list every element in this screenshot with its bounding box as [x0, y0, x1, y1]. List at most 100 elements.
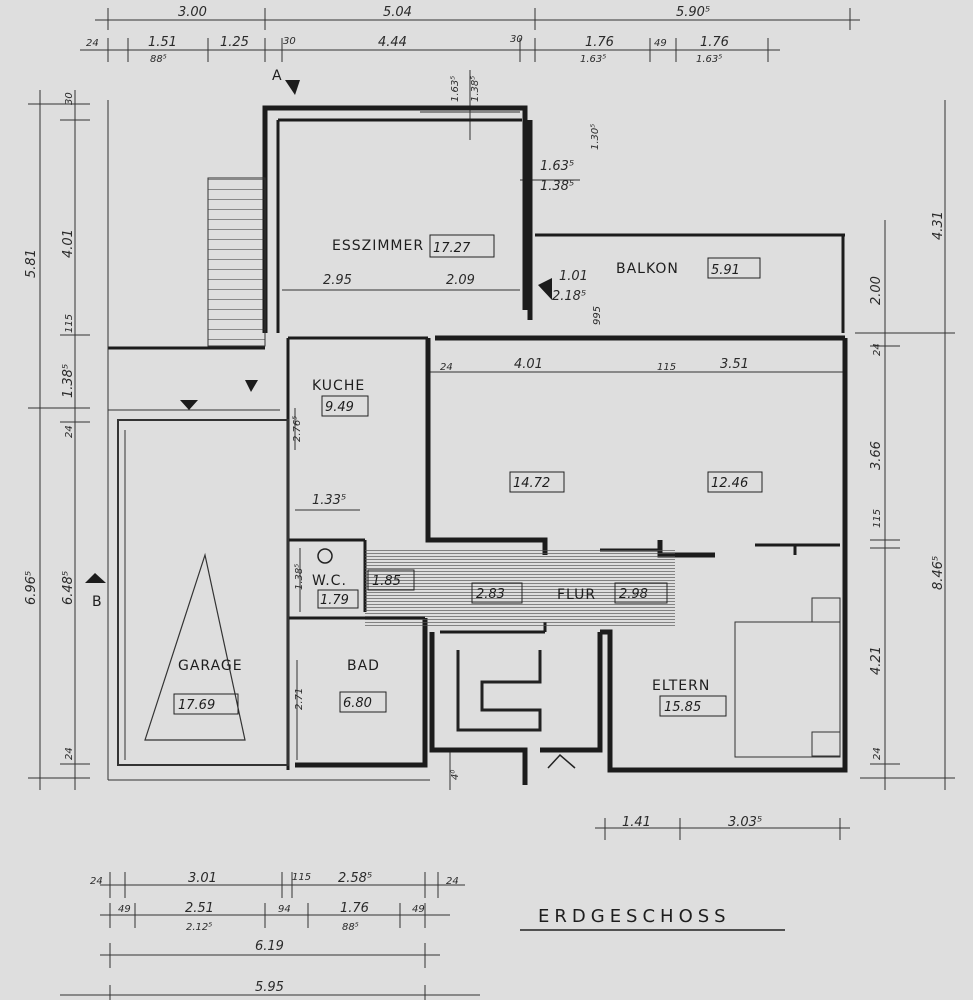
- dim-bottom2-6: 49: [412, 904, 425, 915]
- dim-top2-4: 30: [283, 36, 296, 47]
- dim-int-7: 1.30⁵: [590, 124, 601, 150]
- dim-top2-11: 1.63⁵: [696, 54, 722, 65]
- dim-int-4: 995: [592, 306, 603, 325]
- dim-int-16: 1.38⁵: [294, 564, 305, 590]
- room-labels: ESSZIMMER 17.27 BALKON 5.91 KUCHE 9.49 1…: [92, 68, 785, 931]
- fixtures: [85, 80, 841, 769]
- dim-int-10: 4.01: [514, 357, 543, 372]
- dimension-texts: 3.00 5.04 5.90⁵ 24 1.51 88⁵ 1.25 30 4.44…: [24, 5, 946, 995]
- dim-right-inner-0: 2.00: [869, 276, 884, 305]
- flur-label: FLUR: [557, 587, 596, 603]
- dim-int-12: 115: [657, 362, 676, 373]
- dim-bottom1-1: 3.01: [188, 871, 217, 886]
- dim-bottom2-3: 94: [278, 904, 291, 915]
- balkon-area: 5.91: [711, 263, 740, 278]
- bad-area: 6.80: [343, 696, 372, 711]
- dim-right-inner-3: 115: [872, 509, 883, 528]
- dim-left-inner-3: 1.38⁵: [61, 364, 76, 398]
- dim-int-14: 2.76⁵: [292, 416, 303, 442]
- dim-top1-2: 5.90⁵: [676, 5, 710, 20]
- wc-label: W.C.: [312, 573, 347, 589]
- kueche-label: KUCHE: [312, 378, 365, 394]
- dim-int-2: 1.01: [559, 269, 588, 284]
- dim-left-inner-6: 24: [64, 747, 75, 760]
- window-arrow: [538, 278, 552, 300]
- dim-left-full: 6.96⁵: [24, 571, 39, 605]
- dim-int-18: 4⁰: [450, 770, 461, 780]
- dim-top1-1: 5.04: [383, 5, 412, 20]
- dimension-lines: [28, 8, 955, 1000]
- garage-car-symbol: [144, 552, 246, 741]
- dim-right-inner-2: 3.66: [869, 441, 884, 470]
- vorraum-area: 1.85: [372, 574, 401, 589]
- dim-top2-6: 30: [510, 34, 523, 45]
- dim-int-15: 1.33⁵: [312, 493, 346, 508]
- esszimmer-area: 17.27: [433, 241, 471, 256]
- drawing-title: ERDGESCHOSS: [538, 906, 731, 927]
- dim-top2-7: 1.76: [585, 35, 614, 50]
- flur-area-a: 2.83: [476, 587, 505, 602]
- dim-int-0: 2.95: [323, 273, 352, 288]
- eltern-area: 15.85: [664, 700, 701, 715]
- dim-right-outer-1: 8.46⁵: [931, 556, 946, 590]
- dim-int-17: 2.71: [294, 688, 305, 710]
- stair-arrow-2: [180, 400, 198, 410]
- garage-area: 17.69: [178, 698, 215, 713]
- bad-label: BAD: [347, 658, 380, 674]
- staircase: [207, 177, 266, 347]
- entrance-steps: [547, 753, 576, 769]
- dim-left-inner-1: 4.01: [61, 229, 76, 258]
- dim-top2-5: 4.44: [378, 35, 407, 50]
- dim-right-inner-5: 24: [872, 747, 883, 760]
- section-a-marker: [285, 80, 300, 95]
- dim-top2-10: 1.76: [700, 35, 729, 50]
- dim-top2-1: 1.51: [148, 35, 177, 50]
- bed-symbol: [734, 621, 841, 758]
- dim-right-inner-1: 24: [872, 343, 883, 356]
- wohnen-left-area: 14.72: [513, 476, 550, 491]
- dim-int-1: 2.09: [446, 273, 475, 288]
- dim-bottom3: 6.19: [255, 939, 284, 954]
- dim-bottom1-0: 24: [90, 876, 103, 887]
- dim-bottom-right-0: 1.41: [622, 815, 651, 830]
- dim-right-outer-0: 4.31: [931, 211, 946, 240]
- dim-bottom2-2: 2.12⁵: [186, 922, 212, 933]
- stair-arrow: [245, 380, 258, 392]
- section-b-marker: [85, 573, 106, 583]
- garage-label: GARAGE: [178, 658, 243, 674]
- dim-int-9: 1.38⁵: [540, 179, 574, 194]
- closet-symbol: [456, 650, 542, 732]
- dim-bottom1-3: 2.58⁵: [338, 871, 372, 886]
- eltern-label: ELTERN: [652, 678, 710, 694]
- dim-int-8: 1.63⁵: [540, 159, 574, 174]
- dim-left-inner-4: 24: [64, 425, 75, 438]
- dim-bottom2-0: 49: [118, 904, 131, 915]
- hallway-floor-hatch: [365, 548, 675, 626]
- dim-bottom-right-1: 3.03⁵: [728, 815, 762, 830]
- dim-bottom2-5: 88⁵: [342, 922, 359, 933]
- dim-top2-3: 1.25: [220, 35, 249, 50]
- dim-bottom2-4: 1.76: [340, 901, 369, 916]
- dim-top2-2: 88⁵: [150, 54, 167, 65]
- dim-bottom1-4: 24: [446, 876, 459, 887]
- dim-left-inner-0: 30: [64, 92, 75, 105]
- dim-int-5: 1.63⁵: [450, 76, 461, 102]
- dim-top2-0: 24: [86, 38, 99, 49]
- kueche-area: 9.49: [325, 400, 354, 415]
- dim-left-inner-5: 6.48⁵: [61, 571, 76, 605]
- dim-int-11: 3.51: [720, 357, 749, 372]
- garage-outline: [117, 419, 289, 766]
- dim-bottom2-1: 2.51: [185, 901, 214, 916]
- flur-area-b: 2.98: [619, 587, 648, 602]
- walls: [107, 100, 848, 785]
- dim-left-inner-2: 115: [64, 314, 75, 333]
- dim-right-inner-4: 4.21: [869, 646, 884, 675]
- dim-int-3: 2.18⁵: [552, 289, 586, 304]
- dim-int-13: 24: [440, 362, 453, 373]
- section-b-label: B: [92, 594, 103, 610]
- wohnen-right-area: 12.46: [711, 476, 748, 491]
- dim-int-6: 1.38⁵: [470, 76, 481, 102]
- dim-top2-8: 1.63⁵: [580, 54, 606, 65]
- balkon-label: BALKON: [616, 261, 679, 277]
